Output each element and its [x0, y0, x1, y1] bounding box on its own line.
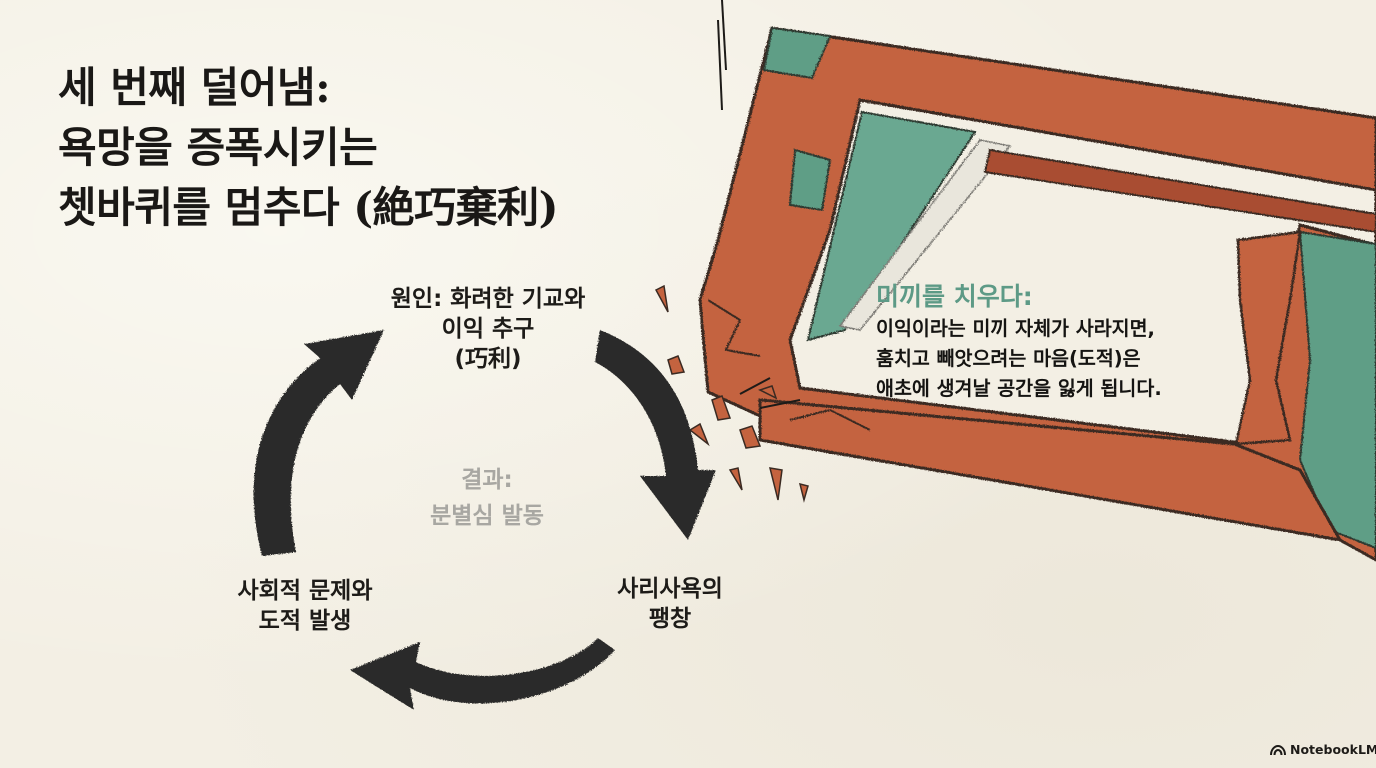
- expand-line-2: 팽창: [648, 606, 692, 632]
- callout-body: 이익이라는 미끼 자체가 사라지면, 훔치고 빼앗으려는 마음(도적)은 애초에…: [876, 314, 1276, 404]
- callout: 미끼를 치우다: 이익이라는 미끼 자체가 사라지면, 훔치고 빼앗으려는 마음…: [876, 280, 1276, 404]
- arrow-cause-to-expand: [595, 330, 716, 540]
- page-title: 세 번째 덜어냄: 욕망을 증폭시키는 쳇바퀴를 멈추다 (絶巧棄利): [58, 58, 698, 238]
- brand-name: NotebookLM: [1290, 742, 1376, 757]
- notebooklm-logo-icon: [1270, 744, 1286, 755]
- cycle-expand-label: 사리사욕의 팽창: [580, 574, 760, 634]
- title-line-3: 쳇바퀴를 멈추다 (絶巧棄利): [58, 183, 558, 232]
- result-line-2: 분별심 발동: [430, 503, 544, 529]
- cycle-cause-label: 원인: 화려한 기교와 이익 추구 (巧利): [338, 284, 638, 374]
- callout-line-1: 이익이라는 미끼 자체가 사라지면,: [876, 317, 1155, 340]
- social-line-2: 도적 발생: [258, 608, 352, 634]
- cause-line-1: 원인: 화려한 기교와: [390, 286, 586, 312]
- cause-line-2: 이익 추구: [441, 316, 535, 342]
- broken-frame: [698, 26, 1376, 562]
- title-line-2: 욕망을 증폭시키는: [58, 123, 378, 172]
- callout-line-3: 애초에 생겨날 공간을 잃게 됩니다.: [876, 377, 1162, 400]
- shards: [654, 284, 809, 503]
- arrow-expand-to-social: [350, 638, 615, 710]
- cycle-social-label: 사회적 문제와 도적 발생: [200, 576, 410, 636]
- social-line-1: 사회적 문제와: [237, 578, 373, 604]
- result-line-1: 결과:: [461, 467, 513, 493]
- cause-line-3: (巧利): [454, 346, 522, 372]
- arrow-social-to-cause: [253, 330, 384, 556]
- cycle-result-label: 결과: 분별심 발동: [387, 462, 587, 534]
- expand-line-1: 사리사욕의: [617, 576, 723, 602]
- callout-title: 미끼를 치우다:: [876, 282, 1033, 311]
- cycle-arrows: [253, 330, 716, 710]
- brand-watermark: NotebookLM: [1270, 742, 1376, 757]
- title-line-1: 세 번째 덜어냄:: [58, 63, 331, 112]
- impact-lines: [717, 0, 801, 409]
- callout-line-2: 훔치고 빼앗으려는 마음(도적)은: [876, 347, 1141, 370]
